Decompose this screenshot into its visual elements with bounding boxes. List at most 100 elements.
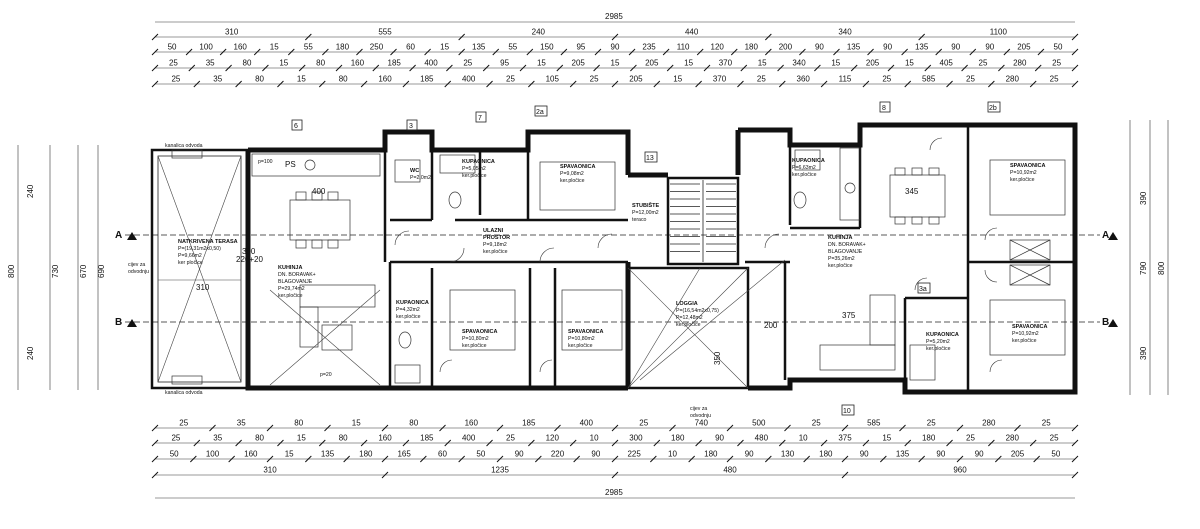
annotations: 6 3 7 2a 13 8 10 3a 2b PS p=100 p=20 400…	[196, 101, 1001, 416]
dim-tick	[446, 64, 453, 72]
dim-value: 25	[463, 59, 472, 68]
dim-345: 345	[905, 187, 919, 196]
right-dimensions: 390 790 800 390	[1129, 120, 1169, 395]
sofa-right	[819, 344, 896, 371]
dim-value: 15	[440, 43, 449, 52]
kitchen-counter-right	[839, 147, 861, 221]
dim-value: 205	[572, 59, 586, 68]
dim-value: 165	[397, 450, 411, 459]
dim-310: 310	[196, 283, 210, 292]
dim-value: 25	[757, 75, 766, 84]
bed-right-2	[989, 299, 1066, 356]
dim-tick	[486, 80, 493, 88]
dim-tick	[519, 64, 527, 72]
dim-value: 135	[896, 450, 910, 459]
room-bathroom-right-1: KUPAONICA P=6,63m2 ker.pločice	[792, 158, 825, 178]
dim-350: 350	[713, 351, 722, 365]
dim-tick	[666, 64, 674, 72]
sofa-left	[299, 284, 376, 308]
dim-tick	[402, 439, 410, 447]
dim-tick	[695, 80, 702, 88]
dim-value: 160	[378, 75, 392, 84]
dim-tick	[298, 64, 306, 72]
svg-text:ker.pločice: ker.pločice	[926, 346, 951, 352]
svg-text:P=10,80m2: P=10,80m2	[568, 336, 595, 342]
dim-value: 90	[745, 450, 754, 459]
dim-value: 15	[270, 43, 279, 52]
dim-value: 185	[388, 59, 402, 68]
dim-tick	[496, 455, 504, 463]
svg-text:STUBIŠTE: STUBIŠTE	[632, 201, 660, 209]
dim-value: 340	[838, 28, 852, 37]
dim-value: 370	[713, 75, 727, 84]
dim-tick	[193, 439, 201, 447]
dim-tick	[1071, 48, 1079, 56]
dim-tick	[304, 455, 312, 463]
dim-value: 25	[169, 59, 178, 68]
left-dim-730: 730	[51, 264, 60, 278]
dim-tick	[554, 424, 561, 432]
door-swings	[394, 137, 1003, 373]
section-b-arrow-left	[127, 319, 137, 327]
dim-value: 280	[1006, 75, 1020, 84]
dim-value: 185	[420, 434, 434, 443]
dim-tick	[356, 48, 363, 56]
dim-tick	[209, 424, 216, 432]
loggia: cijev za odvodnju	[626, 266, 750, 419]
dim-value: 400	[462, 434, 476, 443]
dim-value: 35	[206, 59, 215, 68]
dim-value: 50	[1054, 43, 1063, 52]
drain-pipe-bottom: cijev za	[690, 406, 707, 412]
bed-left-3	[561, 289, 623, 351]
dim-value: 35	[237, 419, 246, 428]
dim-value: 55	[508, 43, 517, 52]
dim-tick	[764, 33, 772, 41]
dim-tick	[726, 455, 734, 463]
dim-value: 80	[255, 434, 264, 443]
room-bedroom-left-3: SPAVAONICA P=10,80m2 ker.pločice	[568, 329, 603, 349]
svg-text:KUHINJA: KUHINJA	[278, 265, 302, 271]
dim-value: 135	[847, 43, 861, 52]
dim-tick	[737, 80, 744, 88]
dim-value: 110	[677, 43, 690, 52]
dim-tick	[593, 64, 600, 72]
dim-value: 25	[506, 434, 515, 443]
svg-text:SPAVAONICA: SPAVAONICA	[462, 329, 497, 335]
room-kitchen-right: KUHINJA DN. BORAVAK+ BLAGOVANJE P=35,26m…	[828, 235, 866, 269]
dim-value: 80	[339, 75, 348, 84]
dim-200: 200	[764, 321, 778, 330]
right-dim-800: 800	[1157, 261, 1166, 275]
room-loggia: LOGGIA P=(16,54m2x0,75) P=12,48m2 ker.pl…	[676, 301, 719, 328]
dim-tick	[458, 455, 466, 463]
dim-tick	[304, 33, 312, 41]
dim-value: 180	[359, 450, 373, 459]
dim-value: 310	[225, 28, 239, 37]
bed-right-1	[989, 159, 1066, 216]
svg-text:BLAGOVANJE: BLAGOVANJE	[278, 279, 313, 285]
svg-text:P=(16,54m2x0,75): P=(16,54m2x0,75)	[676, 308, 719, 314]
furniture	[251, 147, 1066, 386]
drain-pipe-left-2: odvodnju	[128, 269, 149, 275]
svg-text:P=10,80m2: P=10,80m2	[462, 336, 489, 342]
dim-tick	[569, 80, 577, 88]
marker-13: 13	[646, 155, 654, 162]
dim-tick	[833, 48, 840, 56]
dim-tick	[1071, 64, 1079, 72]
svg-text:WC: WC	[410, 168, 419, 174]
dim-tick	[904, 80, 912, 88]
dim-tick	[151, 439, 159, 447]
dim-tick	[899, 424, 906, 432]
dim-tick	[381, 424, 389, 432]
parapet-20: p=20	[320, 372, 332, 378]
dim-value: 135	[915, 43, 929, 52]
svg-text:P=5,05m2: P=5,05m2	[462, 166, 486, 172]
svg-text:P=29,74m2: P=29,74m2	[278, 286, 305, 292]
svg-text:ker.pločice: ker.pločice	[828, 263, 853, 269]
dim-tick	[924, 64, 932, 72]
room-bedroom-right-2: SPAVAONICA P=10,92m2 ker.pločice	[1012, 324, 1047, 344]
dim-value: 80	[255, 75, 264, 84]
dim-tick	[946, 439, 953, 447]
dim-value: 25	[882, 75, 891, 84]
